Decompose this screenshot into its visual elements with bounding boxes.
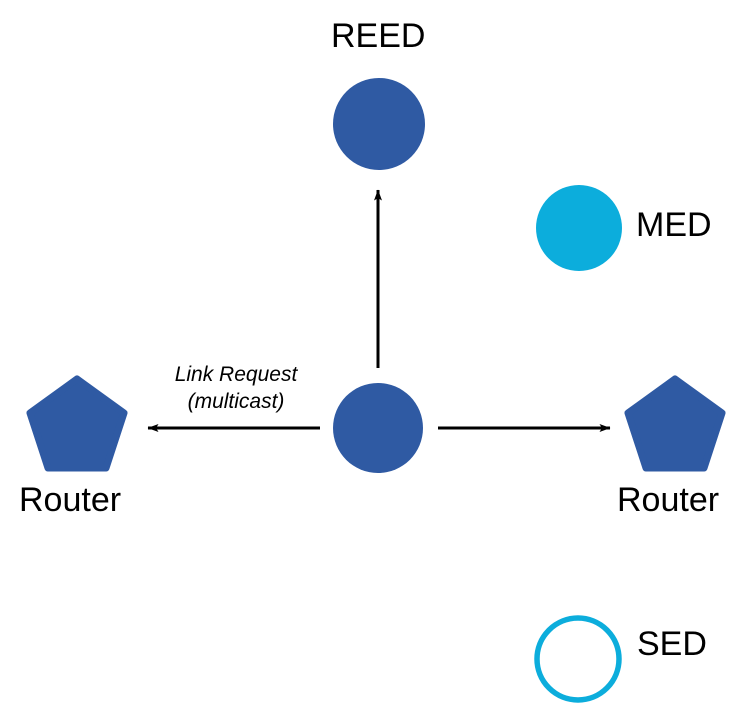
node-router-right-shape[interactable] [624, 375, 726, 472]
node-med-shape[interactable] [536, 185, 622, 271]
edge-label-link-request: Link Request (multicast) [163, 361, 309, 415]
node-label-reed: REED [331, 17, 426, 55]
node-group [26, 78, 726, 703]
node-label-router-right: Router [617, 481, 720, 519]
node-router-left-shape[interactable] [26, 375, 128, 472]
node-sed-shape[interactable] [534, 615, 622, 703]
edge-group [147, 189, 611, 432]
node-label-router-left: Router [19, 481, 122, 519]
edge-label-link-request-line1: Link Request [174, 363, 298, 386]
edge-label-link-request-line2: (multicast) [187, 390, 285, 413]
node-source-shape[interactable] [333, 383, 423, 473]
node-label-med: MED [636, 206, 712, 244]
node-label-sed: SED [637, 625, 707, 663]
node-reed-shape[interactable] [333, 78, 425, 170]
